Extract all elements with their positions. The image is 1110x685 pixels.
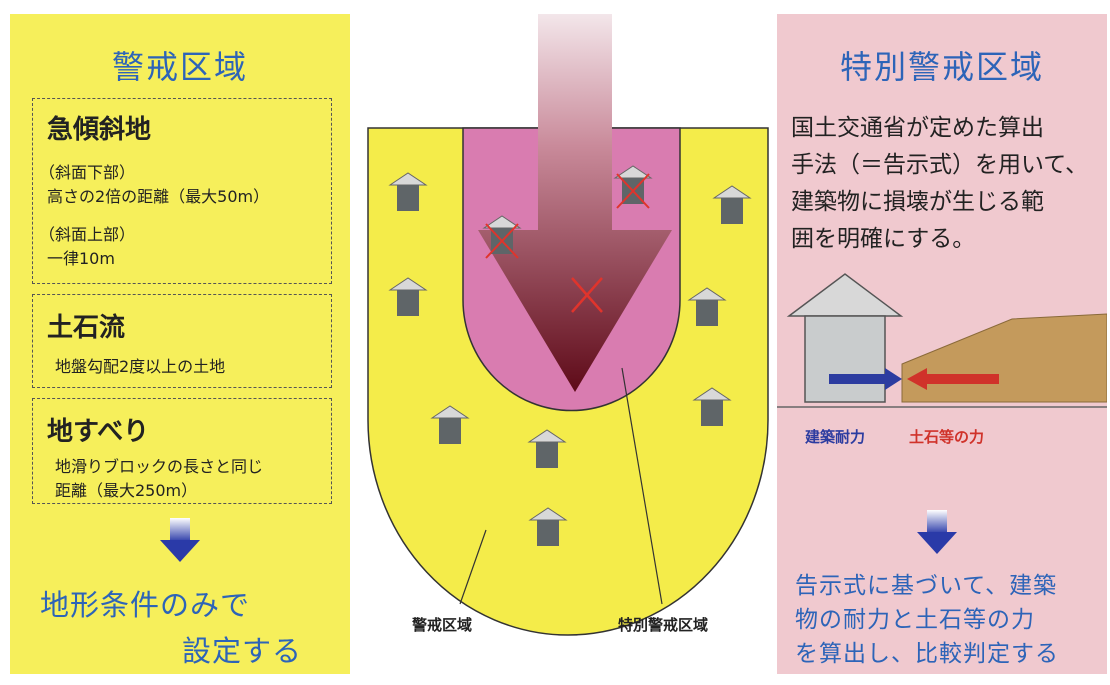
steep-lower-label: （斜面下部） [39, 163, 136, 182]
landslide-text-2: 距離（最大250m） [55, 481, 198, 500]
down-arrow-icon [160, 518, 200, 562]
house-icon [430, 405, 470, 444]
desc-line: 手法（＝告示式）を用いて、 [791, 152, 1089, 178]
debris-flow-heading: 土石流 [47, 313, 126, 343]
special-conclusion-3: を算出し、比較判定する [795, 641, 1059, 667]
cross-mark-icon [571, 277, 603, 313]
house-icon [528, 507, 568, 546]
special-zone-description: 国土交通省が定めた算出 手法（＝告示式）を用いて、 建築物に損壊が生じる範 囲を… [791, 110, 1106, 258]
soil-force-label: 土石等の力 [909, 428, 985, 446]
steep-slope-box: 急傾斜地 （斜面下部） 高さの2倍の距離（最大50m） （斜面上部） 一律10m [32, 98, 332, 284]
debris-flow-box: 土石流 地盤勾配2度以上の土地 [32, 294, 332, 388]
debris-flow-text: 地盤勾配2度以上の土地 [55, 357, 226, 376]
house-icon [692, 387, 732, 426]
debris-arrow [478, 14, 672, 392]
building-resistance-label: 建築耐力 [805, 428, 866, 446]
special-zone-title: 特別警戒区域 [839, 48, 1044, 86]
warning-zone-title: 警戒区域 [111, 48, 248, 86]
house-icon [712, 185, 752, 224]
desc-line: 国土交通省が定めた算出 [791, 115, 1044, 141]
landslide-text-1: 地滑りブロックの長さと同じ [55, 457, 264, 476]
special-conclusion-2: 物の耐力と土石等の力 [795, 607, 1035, 633]
warning-conclusion-2: 設定する [182, 634, 303, 668]
soil-force-arrow [907, 368, 999, 390]
landslide-heading: 地すべり [47, 417, 150, 447]
house-icon [388, 277, 428, 316]
special-warning-zone-panel: 特別警戒区域 国土交通省が定めた算出 手法（＝告示式）を用いて、 建築物に損壊が… [777, 14, 1107, 674]
force-comparison-illustration [777, 273, 1107, 408]
landslide-box: 地すべり 地滑りブロックの長さと同じ 距離（最大250m） [32, 398, 332, 504]
desc-line: 囲を明確にする。 [791, 226, 976, 252]
house-icon [687, 287, 727, 326]
house-icon [527, 429, 567, 468]
destroyed-house-icon [613, 165, 653, 209]
steep-upper-text: 一律10m [47, 249, 115, 268]
warning-zone-panel: 警戒区域 急傾斜地 （斜面下部） 高さの2倍の距離（最大50m） （斜面上部） … [10, 14, 350, 674]
warning-zone-label: 警戒区域 [412, 616, 473, 634]
house-icon [388, 172, 428, 211]
special-conclusion-1: 告示式に基づいて、建築 [795, 573, 1058, 599]
special-zone-label: 特別警戒区域 [618, 616, 709, 634]
down-arrow-icon [917, 510, 957, 554]
warning-conclusion-1: 地形条件のみで [40, 588, 251, 622]
destroyed-house-icon [482, 215, 522, 259]
desc-line: 建築物に損壊が生じる範 [791, 189, 1044, 215]
steep-upper-label: （斜面上部） [39, 225, 136, 244]
steep-slope-heading: 急傾斜地 [47, 115, 152, 145]
steep-lower-text: 高さの2倍の距離（最大50m） [47, 187, 270, 206]
house-icon [786, 273, 904, 403]
building-resistance-arrow [829, 368, 902, 390]
